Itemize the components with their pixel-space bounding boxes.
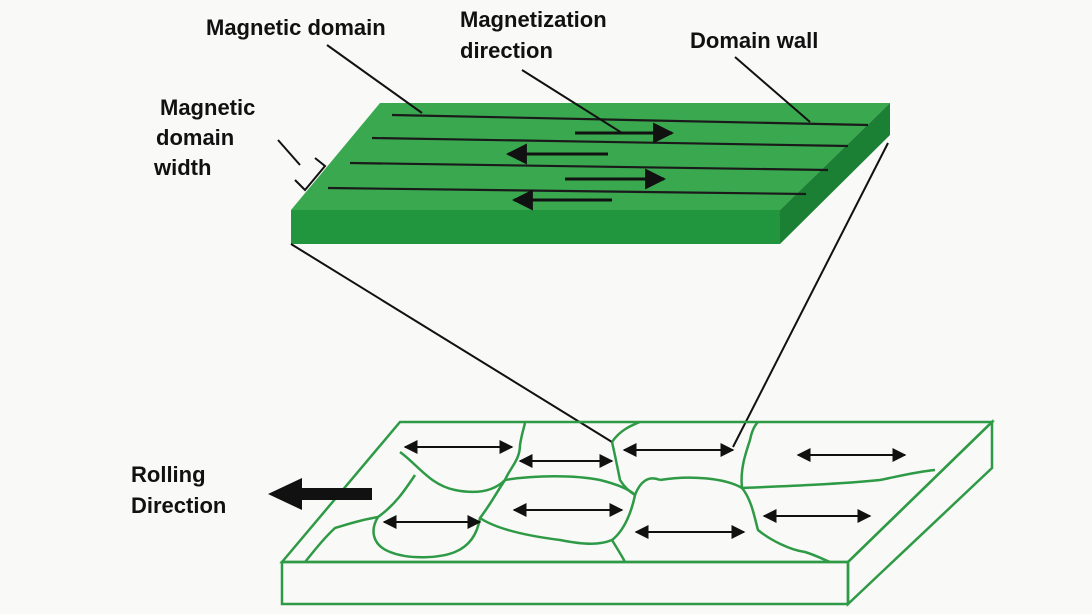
rolling-arrow-head [268, 478, 302, 510]
magnified-strip [291, 103, 890, 244]
label-domain-width-1: Magnetic [160, 95, 255, 120]
grain-boundary [399, 421, 527, 494]
grain-boundary [504, 475, 661, 498]
domain-width-bracket [277, 139, 301, 166]
rolling-arrow-shaft [300, 488, 372, 500]
projection-lines [290, 142, 889, 448]
grain-boundary [372, 479, 507, 559]
label-magnetization-direction-2: direction [460, 38, 553, 63]
grain-boundary [610, 441, 636, 497]
sheet-front-face [280, 560, 850, 606]
grain-boundary [304, 474, 417, 563]
grain-boundary [740, 421, 759, 489]
label-leaders [277, 44, 811, 192]
grain-boundary [479, 494, 637, 545]
label-domain-width-2: domain [156, 125, 234, 150]
label-magnetization-direction-1: Magnetization [460, 7, 607, 32]
strip-front-face [291, 210, 780, 244]
strip-top-face [291, 103, 890, 210]
leader-magnetic-domain [326, 44, 423, 114]
domain-wall-line [349, 161, 829, 172]
rolling-direction-arrow [268, 478, 372, 510]
label-domain-wall: Domain wall [690, 28, 818, 53]
label-magnetic-domain: Magnetic domain [206, 15, 386, 40]
grain-boundary [610, 539, 627, 563]
leader-domain-wall [734, 56, 811, 123]
leader-magnetization-direction [521, 69, 623, 134]
projection-line-left [290, 243, 613, 443]
strip-side-face [780, 103, 890, 244]
domain-wall-line [371, 136, 849, 148]
domain-wall-line [327, 186, 807, 196]
magnetization-arrows [505, 122, 675, 211]
grain-boundary [741, 468, 936, 490]
steel-sheet [279, 419, 996, 607]
grain-boundary [610, 420, 641, 443]
label-domain-width-3: width [153, 155, 211, 180]
domain-width-bracket-cap [294, 157, 327, 192]
sheet-side-face [846, 419, 994, 607]
label-rolling-direction-2: Direction [131, 493, 226, 518]
domain-wall-lines [327, 113, 869, 196]
domain-wall-line [391, 113, 869, 127]
grain-arrows [382, 440, 907, 539]
label-rolling-direction-1: Rolling [131, 462, 206, 487]
grain-boundary [659, 476, 831, 564]
projection-line-right [732, 142, 889, 448]
